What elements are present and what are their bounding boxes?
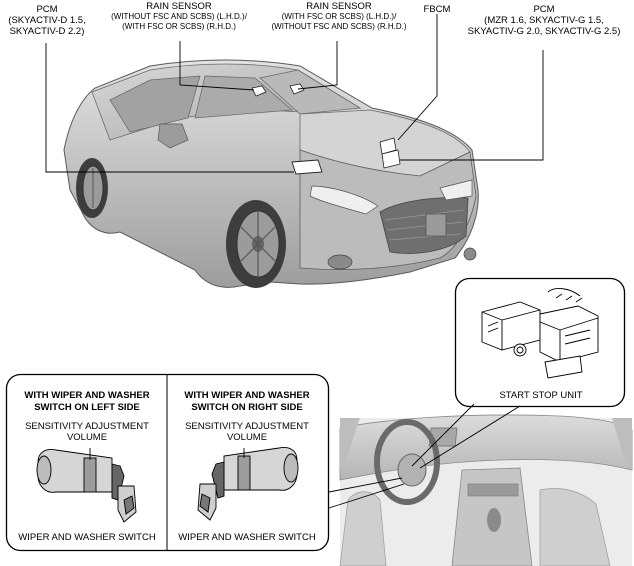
rain-sensor-left-line-3: (WITH FSC OR SCBS) (R.H.D.)	[122, 22, 236, 31]
car-illustration	[63, 59, 479, 288]
rain-sensor-right-component	[289, 83, 305, 95]
pcm-gasoline-line-1: PCM	[533, 4, 555, 15]
fbcm-component	[379, 137, 397, 155]
wiper-switch-illustration	[197, 447, 299, 521]
pcm-gasoline-line-2: (MZR 1.6, SKYACTIV-G 1.5,	[484, 15, 604, 26]
rain-sensor-left-component	[251, 85, 267, 97]
rain-sensor-right-label: RAIN SENSOR (WITH FSC OR SCBS) (L.H.D.)/…	[260, 2, 418, 32]
rain-sensor-right-line-1: RAIN SENSOR	[306, 1, 372, 12]
pcm-diesel-label-line-1: PCM	[36, 4, 58, 15]
left-volume-label-line-1: SENSITIVITY ADJUSTMENT	[25, 421, 149, 432]
pcm-diesel-label: PCM (SKYACTIV-D 1.5, SKYACTIV-D 2.2)	[2, 4, 92, 37]
right-switch-label: WIPER AND WASHER SWITCH	[178, 532, 316, 543]
left-panel-title-line-1: WITH WIPER AND WASHER	[24, 390, 150, 401]
right-volume-label-line-1: SENSITIVITY ADJUSTMENT	[185, 421, 309, 432]
right-volume-label: SENSITIVITY ADJUSTMENT VOLUME	[168, 421, 326, 443]
pcm-diesel-label-line-3: SKYACTIV-D 2.2)	[9, 26, 85, 37]
right-panel-title-line-2: SWITCH ON RIGHT SIDE	[191, 402, 303, 413]
right-volume-label-line-2: VOLUME	[226, 432, 268, 443]
pcm-diesel-label-line-2: (SKYACTIV-D 1.5,	[8, 15, 86, 26]
right-panel-title-line-1: WITH WIPER AND WASHER	[184, 390, 310, 401]
interior-dashboard-illustration	[339, 414, 633, 566]
left-volume-label: SENSITIVITY ADJUSTMENT VOLUME	[8, 421, 166, 443]
pcm-diesel-component	[291, 159, 323, 175]
right-panel-title: WITH WIPER AND WASHER SWITCH ON RIGHT SI…	[168, 390, 326, 414]
start-stop-unit-label: START STOP UNIT	[499, 390, 583, 401]
rain-sensor-right-line-3: (WITHOUT FSC AND SCBS) (R.H.D.)	[271, 22, 407, 31]
left-panel-title: WITH WIPER AND WASHER SWITCH ON LEFT SID…	[8, 390, 166, 414]
pcm-gasoline-line-3: SKYACTIV-G 2.0, SKYACTIV-G 2.5)	[467, 26, 621, 37]
start-stop-unit-illustration	[481, 288, 599, 379]
pcm-gasoline-label: PCM (MZR 1.6, SKYACTIV-G 1.5, SKYACTIV-G…	[458, 4, 630, 37]
left-panel-title-line-2: SWITCH ON LEFT SIDE	[34, 402, 140, 413]
rain-sensor-left-line-1: RAIN SENSOR	[146, 1, 212, 12]
left-volume-label-line-2: VOLUME	[66, 432, 108, 443]
wiper-switch-illustration	[36, 448, 137, 523]
rain-sensor-left-line-2: (WITHOUT FSC AND SCBS) (L.H.D.)/	[111, 12, 247, 21]
switch-panel-box	[5, 373, 330, 552]
rain-sensor-right-line-2: (WITH FSC OR SCBS) (L.H.D.)/	[281, 12, 397, 21]
left-switch-label: WIPER AND WASHER SWITCH	[18, 532, 156, 543]
pcm-gasoline-component	[381, 149, 401, 169]
fbcm-label: FBCM	[423, 4, 451, 15]
rain-sensor-left-label: RAIN SENSOR (WITHOUT FSC AND SCBS) (L.H.…	[99, 2, 259, 32]
leader-lines	[45, 14, 544, 173]
switch-panel-leaders	[328, 477, 405, 509]
start-stop-callout	[411, 277, 626, 469]
